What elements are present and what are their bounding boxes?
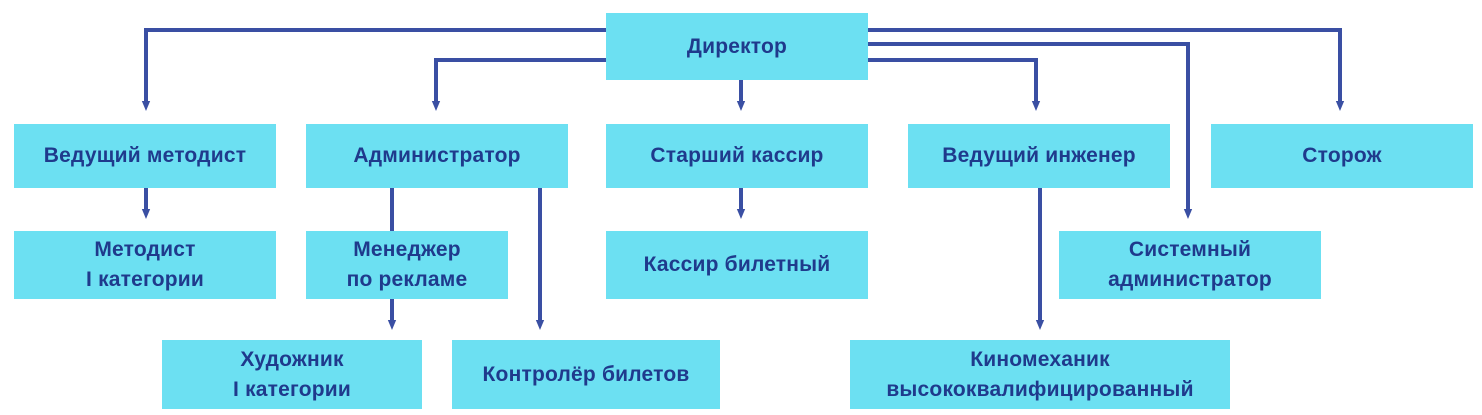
node-lead-engineer-label: Ведущий инженер [942,144,1136,167]
node-ticket-controller: Контролёр билетов [452,340,720,409]
connector-director-sysadmin [868,42,1193,219]
node-lead-methodist-label: Ведущий методист [43,144,247,167]
node-artist-1: Художник I категории [162,340,422,409]
node-methodist-1-label: Методист I категории [86,238,204,291]
node-director: Директор [606,13,868,80]
node-artist-1-label: Художник I категории [233,347,351,401]
node-projectionist: Киномеханик высококвалифицированный [850,340,1230,409]
node-administrator-label: Администратор [353,144,521,167]
node-director-label: Директор [686,34,788,58]
node-watchman: Сторож [1211,124,1473,188]
node-ad-manager: Менеджер по рекламе [306,231,508,299]
node-ticket-controller-label: Контролёр билетов [482,362,690,386]
node-lead-engineer: Ведущий инженер [908,124,1170,188]
connector-director-watchman [868,28,1345,111]
node-methodist-1: Методист I категории [14,231,276,299]
node-administrator: Администратор [306,124,568,188]
node-ad-manager-label: Менеджер по рекламе [346,238,468,291]
node-senior-cashier-label: Старший кассир [650,144,824,167]
connector-director-administrator [431,58,606,111]
node-senior-cashier: Старший кассир [606,124,868,188]
node-sysadmin-label: Системный администратор [1108,238,1272,291]
node-lead-methodist: Ведущий методист [14,124,276,188]
node-projectionist-label: Киномеханик высококвалифицированный [886,347,1194,401]
node-ticket-cashier: Кассир билетный [606,231,868,299]
node-ticket-cashier-label: Кассир билетный [643,253,831,276]
connector-director-lead-engineer [868,58,1041,111]
node-sysadmin: Системный администратор [1059,231,1321,299]
node-watchman-label: Сторож [1302,144,1382,167]
connector-director-lead-methodist [141,28,606,111]
